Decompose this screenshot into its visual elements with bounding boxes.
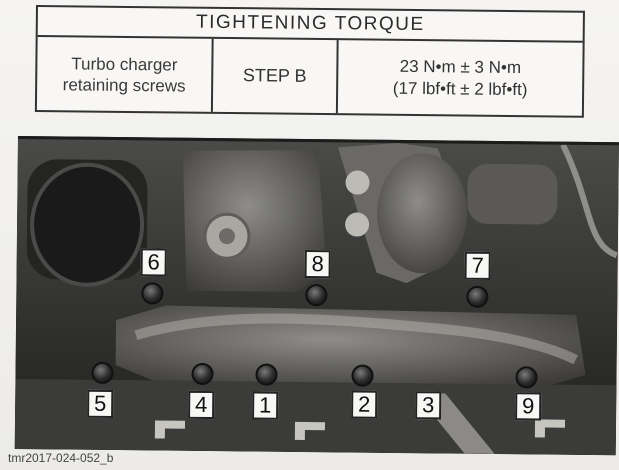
screw-4 [191, 362, 214, 386]
screw-8 [305, 284, 328, 307]
item-cell: Turbo charger retaining screws [36, 37, 214, 112]
screw-6 [141, 282, 164, 305]
table-row: Turbo charger retaining screws STEP B 23… [36, 37, 583, 116]
screw-2 [351, 364, 374, 387]
torque-metric: 23 N•m ± 3 N•m [399, 56, 522, 77]
callout-5: 5 [87, 389, 114, 419]
callout-4: 4 [188, 390, 215, 420]
step-cell: STEP B [212, 38, 339, 114]
callout-1: 1 [252, 391, 279, 420]
callout-7: 7 [464, 251, 491, 280]
torque-value-cell: 23 N•m ± 3 N•m (17 lbf•ft ± 2 lbf•ft) [338, 40, 583, 116]
callout-3: 3 [415, 391, 442, 420]
callout-2: 2 [351, 390, 378, 419]
screw-1 [255, 363, 278, 386]
callout-8: 8 [304, 250, 331, 279]
torque-imperial: (17 lbf•ft ± 2 lbf•ft) [392, 78, 528, 99]
turbocharger-photo: 6 8 7 5 4 1 2 3 9 [14, 136, 619, 456]
screw-7 [466, 285, 489, 308]
callout-9: 9 [515, 392, 542, 421]
callout-6: 6 [140, 248, 167, 277]
figure-caption: tmr2017-024-052_b [8, 451, 114, 465]
engine-illustration [14, 138, 619, 456]
tightening-torque-table: TIGHTENING TORQUE Turbo charger retainin… [34, 5, 585, 118]
screw-5 [91, 361, 114, 385]
screw-9 [515, 366, 538, 389]
